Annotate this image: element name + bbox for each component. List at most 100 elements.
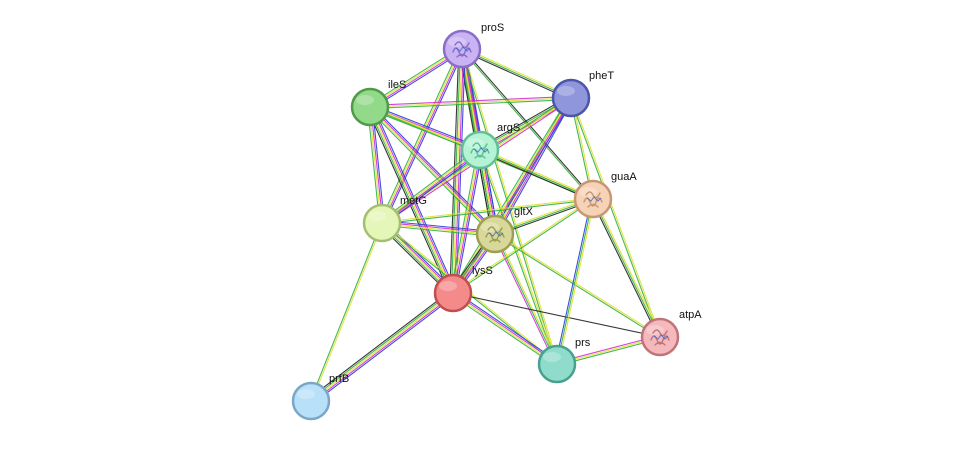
node-circle[interactable] — [551, 78, 591, 118]
edge-evidence-line — [311, 293, 455, 403]
edge-evidence-line — [461, 48, 572, 99]
edge-evidence-line — [450, 149, 479, 293]
node-atpA[interactable] — [640, 317, 680, 357]
edge-evidence-line — [383, 49, 465, 225]
node-pheT[interactable] — [551, 78, 591, 118]
node-highlight — [557, 86, 575, 96]
edge-lysS-prs[interactable] — [451, 290, 559, 367]
protein-structure-detail — [586, 196, 602, 202]
edge-lysS-guaA[interactable] — [452, 197, 594, 295]
node-gltX[interactable] — [475, 214, 515, 254]
edge-evidence-line — [450, 96, 570, 293]
edge-evidence-line — [368, 107, 382, 224]
node-highlight — [356, 95, 374, 105]
node-circle[interactable] — [362, 203, 402, 243]
edge-evidence-line — [556, 198, 594, 365]
edge-ileS-metG[interactable] — [367, 106, 385, 224]
edge-evidence-line — [554, 198, 592, 364]
edge-evidence-line — [451, 149, 480, 293]
edge-proS-metG[interactable] — [379, 47, 465, 225]
edge-argS-lysS[interactable] — [450, 149, 483, 294]
edge-argS-guaA[interactable] — [479, 148, 594, 201]
edge-evidence-line — [454, 290, 559, 363]
edge-evidence-line — [370, 104, 482, 149]
edge-evidence-line — [452, 197, 593, 293]
edge-argS-metG[interactable] — [380, 147, 482, 226]
edge-evidence-line — [452, 292, 661, 338]
edge-evidence-line — [454, 150, 483, 294]
edge-pheT-atpA[interactable] — [569, 97, 662, 338]
node-label-gltX: gltX — [514, 206, 534, 218]
edge-evidence-line — [451, 294, 556, 367]
edge-evidence-line — [493, 234, 557, 365]
node-lysS[interactable] — [433, 273, 473, 313]
protein-structure-detail — [488, 231, 504, 237]
edge-evidence-line — [592, 198, 661, 338]
edge-evidence-line — [310, 292, 454, 402]
node-circle[interactable] — [291, 381, 331, 421]
edge-guaA-atpA[interactable] — [591, 198, 662, 338]
edge-evidence-line — [370, 106, 496, 234]
node-metG[interactable] — [362, 203, 402, 243]
edge-evidence-line — [495, 233, 559, 364]
edge-evidence-line — [370, 106, 384, 223]
edge-evidence-line — [308, 290, 452, 399]
node-highlight — [439, 281, 457, 291]
protein-structure-detail — [473, 147, 489, 153]
edge-guaA-prs[interactable] — [554, 198, 596, 365]
node-ileS[interactable] — [350, 87, 390, 127]
node-highlight — [543, 352, 561, 362]
node-argS[interactable] — [460, 130, 500, 170]
edge-evidence-line — [571, 97, 662, 337]
node-guaA[interactable] — [573, 179, 613, 219]
node-circle[interactable] — [433, 273, 473, 313]
edge-lysS-prfB[interactable] — [308, 290, 456, 404]
edge-evidence-line — [462, 47, 572, 98]
edge-evidence-line — [367, 108, 494, 237]
edge-evidence-line — [494, 234, 660, 339]
edge-evidence-line — [496, 98, 574, 236]
edge-evidence-line — [478, 150, 557, 365]
edge-evidence-line — [381, 197, 593, 223]
node-label-argS: argS — [497, 122, 520, 134]
edge-evidence-line — [453, 150, 482, 294]
edge-argS-prs[interactable] — [478, 149, 559, 365]
edge-evidence-line — [366, 108, 451, 295]
edge-evidence-line — [309, 222, 382, 401]
node-circle[interactable] — [350, 87, 390, 127]
node-prfB[interactable] — [291, 381, 331, 421]
edge-evidence-line — [453, 199, 594, 295]
node-highlight — [297, 389, 315, 399]
node-label-guaA: guaA — [611, 171, 637, 183]
edge-evidence-line — [591, 199, 660, 338]
edge-evidence-line — [311, 223, 384, 402]
edge-evidence-line — [367, 107, 381, 224]
edge-proS-lysS[interactable] — [449, 48, 466, 294]
edge-evidence-line — [558, 199, 596, 365]
edge-evidence-line — [369, 95, 571, 106]
edge-evidence-line — [382, 199, 594, 225]
edge-evidence-line — [381, 148, 480, 223]
edge-gltX-prs[interactable] — [493, 233, 559, 365]
edge-evidence-line — [372, 105, 457, 292]
node-prs[interactable] — [537, 344, 577, 384]
node-proS[interactable] — [442, 29, 482, 69]
edge-lysS-atpA[interactable] — [452, 292, 661, 338]
edge-evidence-line — [593, 198, 662, 337]
edge-ileS-pheT[interactable] — [369, 95, 572, 110]
edge-evidence-line — [369, 97, 572, 108]
edge-proS-pheT[interactable] — [461, 47, 572, 100]
edge-metG-guaA[interactable] — [381, 197, 594, 225]
node-circle[interactable] — [537, 344, 577, 384]
edge-evidence-line — [380, 48, 462, 223]
edge-metG-prfB[interactable] — [309, 222, 384, 402]
node-label-ileS: ileS — [388, 79, 406, 91]
edge-gltX-atpA[interactable] — [494, 232, 661, 339]
node-label-prfB: prfB — [329, 373, 349, 385]
edge-evidence-line — [494, 233, 558, 365]
protein-structure-detail — [653, 334, 669, 340]
edge-evidence-line — [479, 150, 593, 201]
edge-evidence-line — [480, 148, 594, 199]
